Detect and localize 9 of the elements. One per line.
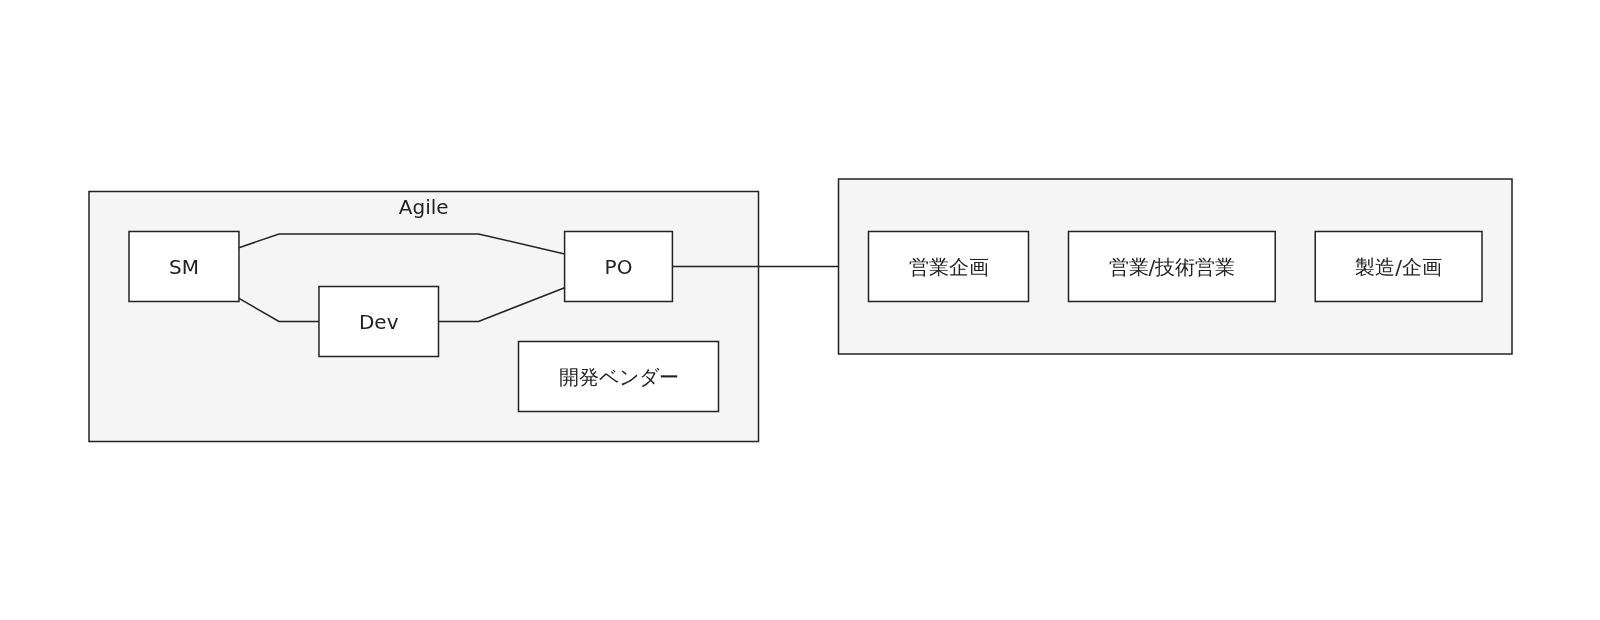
- node-box: 営業/技術営業: [1067, 230, 1276, 302]
- node-box: Dev: [317, 285, 439, 357]
- node-box: SM: [127, 230, 240, 302]
- connector: [671, 265, 839, 267]
- node-box: PO: [563, 230, 673, 302]
- node-box: 開発ベンダー: [517, 340, 719, 412]
- node-box: 製造/企画: [1314, 230, 1483, 302]
- cluster: [837, 178, 1513, 355]
- node-box: 営業企画: [867, 230, 1029, 302]
